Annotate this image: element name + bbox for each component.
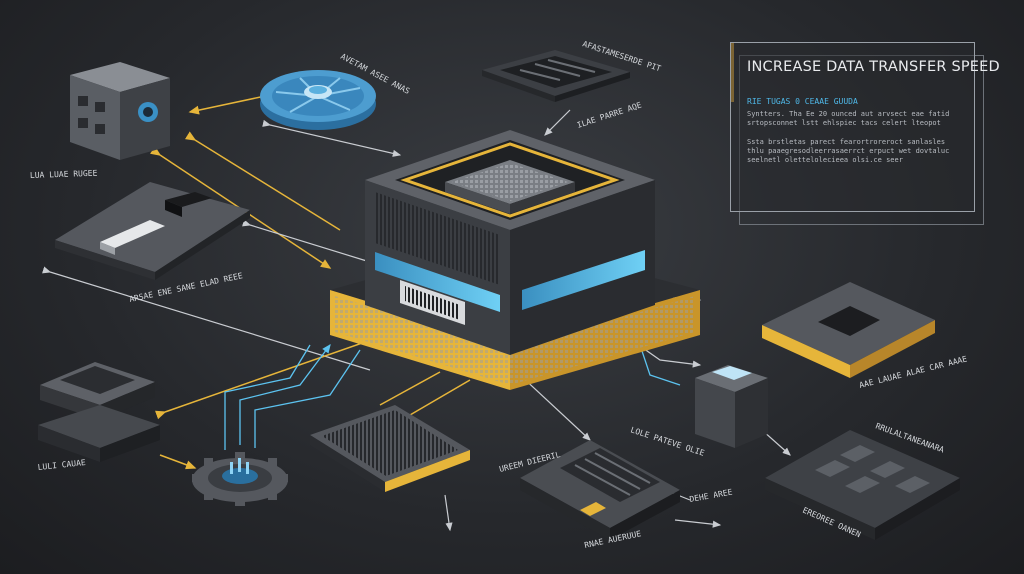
connector-ssd bbox=[242, 219, 371, 263]
label-chip-socket-sub: ILAE PARRE AQE bbox=[576, 100, 643, 129]
connector-gear bbox=[159, 454, 197, 470]
label-gpu-card-sub: DEHE AREE bbox=[689, 488, 733, 504]
grid-board bbox=[765, 430, 960, 540]
right-chip bbox=[762, 282, 935, 378]
socket-chip-top bbox=[482, 50, 630, 102]
main-processor bbox=[330, 130, 700, 390]
label-ram-module: LOLE PATEVE OLIE bbox=[629, 425, 705, 457]
cube-module bbox=[70, 62, 170, 160]
connector-left bbox=[42, 266, 371, 371]
ssd-board bbox=[55, 182, 250, 280]
info-subtitle: RIE TUGAS 0 CEAAE GUUDA bbox=[747, 97, 858, 106]
info-title: INCREASE DATA TRANSFER SPEED bbox=[747, 59, 1000, 75]
connector-keyboard bbox=[399, 379, 471, 424]
connector-fan bbox=[188, 88, 280, 115]
info-panel: INCREASE DATA TRANSFER SPEED RIE TUGAS 0… bbox=[730, 42, 1000, 225]
label-stand: LULI CAUAE bbox=[37, 458, 86, 472]
connector-keyboard-2 bbox=[379, 371, 441, 406]
info-paragraph-2: Ssta brstletas parect fearortroreroct sa… bbox=[747, 138, 950, 164]
stand-device bbox=[38, 362, 160, 462]
label-cube-module: LUA LUAE RUGEE bbox=[30, 169, 98, 180]
connector-stand bbox=[155, 334, 386, 420]
connector-keyboard-down bbox=[444, 494, 453, 532]
gpu-card bbox=[520, 440, 680, 540]
connector-gear-blue-3 bbox=[224, 344, 311, 450]
info-paragraph-1: Syntters. Tha Ee 20 ounced aut arvsect e… bbox=[747, 110, 950, 127]
connector-fan-chip bbox=[262, 119, 402, 157]
connector-gear-blue bbox=[239, 343, 331, 445]
fan-component bbox=[260, 70, 376, 130]
connector-gear-blue-2 bbox=[254, 349, 361, 448]
keyboard-device bbox=[310, 405, 470, 492]
gear-component bbox=[192, 452, 288, 506]
connector-gpu-2 bbox=[674, 519, 722, 528]
connector-chip-top bbox=[544, 109, 571, 136]
stand-box bbox=[695, 365, 768, 448]
connector-ram bbox=[519, 374, 591, 441]
connector-lines bbox=[42, 88, 791, 532]
